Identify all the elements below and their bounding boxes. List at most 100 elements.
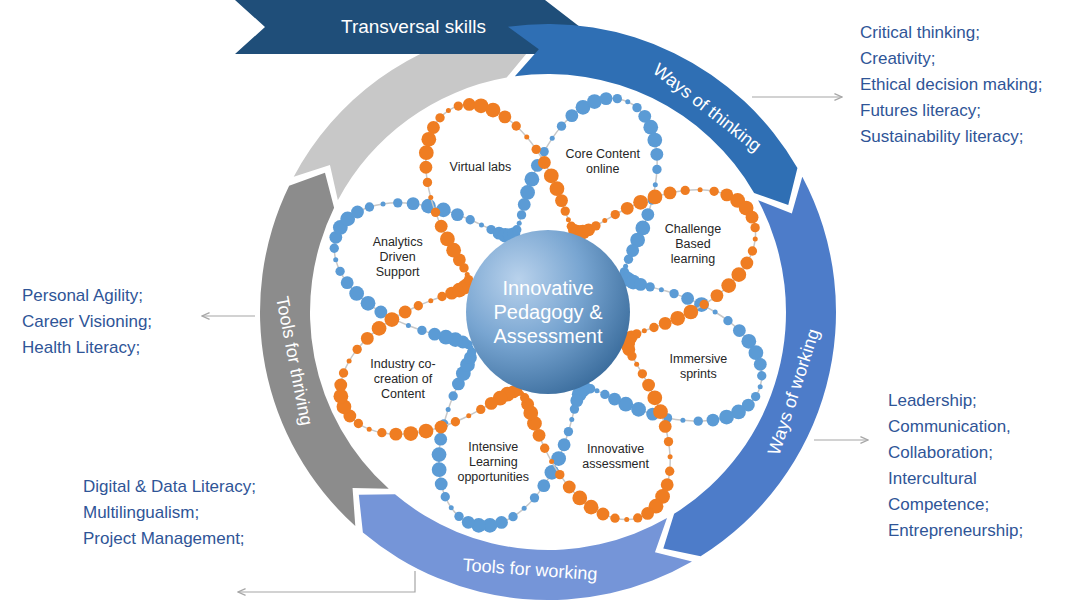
bead — [479, 222, 484, 227]
bead — [711, 289, 724, 302]
bead — [751, 392, 760, 401]
node-label: Immersive sprints — [657, 352, 739, 382]
bead — [719, 410, 734, 425]
bead — [621, 202, 634, 215]
petal-area: Immersive sprints — [657, 352, 739, 382]
bead — [549, 459, 554, 464]
ring-band: Tools for working — [339, 476, 693, 601]
bead — [384, 312, 399, 327]
bead — [565, 109, 578, 122]
bead — [634, 362, 639, 367]
node-label: Virtual labs — [439, 160, 521, 175]
leader-line — [814, 439, 868, 440]
band-shape — [339, 476, 693, 601]
bead — [485, 397, 498, 410]
bead — [613, 94, 622, 103]
bead — [427, 121, 440, 134]
bead — [520, 185, 535, 200]
bead — [650, 148, 663, 161]
bead — [466, 215, 475, 224]
bead — [466, 413, 471, 418]
bead — [446, 407, 451, 412]
bead — [498, 110, 511, 123]
bead — [406, 323, 411, 328]
bead — [648, 190, 663, 205]
bead — [627, 351, 636, 360]
bead — [540, 444, 549, 453]
ring-band: Ways of thinking — [506, 23, 813, 217]
bead — [649, 323, 658, 332]
bead — [435, 113, 444, 122]
bead — [399, 306, 412, 319]
bead — [419, 145, 434, 160]
bead — [465, 272, 470, 277]
node-label: Intensive Learning opportunities — [452, 440, 534, 484]
bead — [431, 208, 440, 217]
bead — [659, 317, 672, 330]
bead — [749, 345, 764, 360]
bead — [544, 168, 559, 183]
bead — [432, 447, 447, 462]
bead — [435, 220, 448, 233]
petal-area: Virtual labs — [439, 160, 521, 175]
bead — [517, 210, 526, 219]
bead — [707, 414, 720, 427]
bead — [449, 505, 454, 510]
bead — [512, 225, 521, 234]
bead — [634, 278, 647, 291]
bead — [570, 404, 579, 413]
bead — [641, 507, 654, 520]
bead — [446, 108, 451, 113]
center-circle: Innovative Pedagogy & Assessment — [466, 230, 630, 394]
node-label: Challenge Based learning — [652, 222, 734, 266]
skill-item: Sustainability literacy; — [860, 124, 1023, 150]
bead — [339, 368, 348, 377]
skill-item: Ethical decision making; — [860, 72, 1042, 98]
bead — [709, 187, 718, 196]
bead — [454, 512, 463, 521]
bead — [652, 165, 661, 174]
skill-item: Career Visioning; — [22, 309, 152, 335]
bead — [417, 326, 426, 335]
bead — [393, 198, 402, 207]
bead — [664, 187, 677, 200]
bead — [367, 427, 372, 432]
node-label: Industry co-creation of Content — [362, 357, 444, 401]
bead — [532, 145, 541, 154]
band-shape — [506, 23, 813, 217]
bead — [723, 316, 732, 325]
bead — [625, 99, 630, 104]
bead — [333, 257, 338, 262]
skill-item: Personal Agility; — [22, 283, 143, 309]
bead — [441, 492, 450, 501]
bead — [591, 221, 600, 230]
bead — [757, 371, 766, 380]
bead — [555, 194, 568, 207]
bead — [753, 237, 758, 242]
bead — [698, 187, 703, 192]
bead — [659, 287, 664, 292]
bead — [569, 417, 574, 422]
bead — [681, 186, 690, 195]
bead — [377, 428, 386, 437]
bead — [557, 121, 566, 130]
bead — [419, 161, 432, 174]
bead — [550, 181, 565, 196]
bead — [633, 195, 648, 210]
bead — [645, 282, 654, 291]
skill-item: Entrepreneurship; — [888, 518, 1023, 544]
bead — [354, 419, 363, 428]
bead — [517, 221, 522, 226]
bead — [512, 121, 521, 130]
skill-item: Health Literacy; — [22, 335, 140, 361]
bead — [421, 132, 436, 147]
node-label: Transversal skills — [341, 16, 486, 38]
bead — [352, 345, 361, 354]
bead — [419, 424, 434, 439]
bead — [632, 103, 641, 112]
bead — [525, 172, 540, 187]
bead — [403, 426, 418, 441]
bead — [713, 310, 718, 315]
skill-item: Leadership; — [888, 388, 977, 414]
bead — [750, 223, 759, 232]
